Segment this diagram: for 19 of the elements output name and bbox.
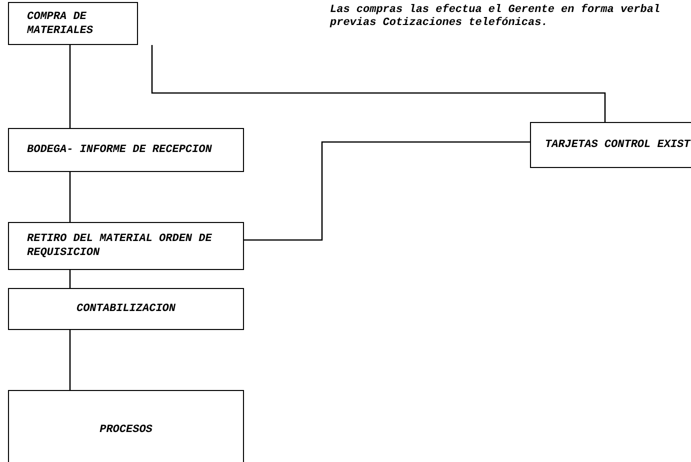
connector-line: [69, 270, 71, 288]
box-label: COMPRA DE MATERIALES: [27, 10, 94, 38]
connector-line: [69, 45, 71, 128]
connector-line: [69, 330, 71, 390]
connector-line: [151, 45, 606, 122]
connector-line: [244, 141, 530, 241]
process-box: [8, 2, 138, 45]
process-box: [8, 288, 244, 330]
process-box: [530, 122, 691, 168]
box-label: RETIRO DEL MATERIAL ORDEN DE REQUISICION: [27, 232, 213, 260]
process-box: [8, 390, 244, 462]
box-label: PROCESOS: [98, 423, 154, 437]
process-box: [8, 222, 244, 270]
box-label: BODEGA- INFORME DE RECEPCION: [27, 143, 213, 157]
box-label: CONTABILIZACION: [75, 302, 177, 316]
note-text: Las compras las efectua el Gerente en forma verbal previas Cotizaciones telefónicas.: [330, 4, 662, 30]
box-label: TARJETAS CONTROL EXIST: [545, 138, 691, 152]
connector-line: [69, 172, 71, 222]
process-box: [8, 128, 244, 172]
